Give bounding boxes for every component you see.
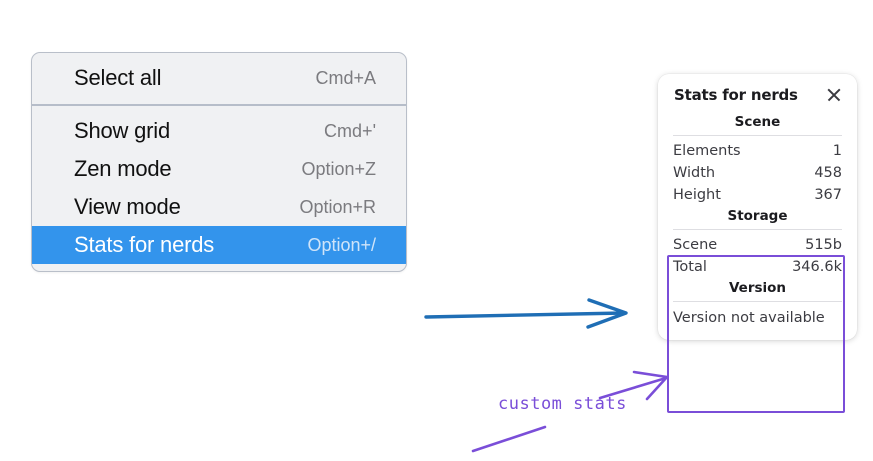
menu-item-label: Show grid (74, 118, 171, 143)
stats-section-scene: Scene Elements 1 Width 458 Height 367 (672, 112, 843, 206)
context-menu: Select all Cmd+A Show grid Cmd+' Zen mod… (31, 52, 407, 272)
stats-section-storage: Storage Scene 515b Total 346.6k (672, 206, 843, 278)
stats-panel-body: Scene Elements 1 Width 458 Height 367 St… (658, 112, 857, 328)
stats-section-version: Version Version not available (672, 278, 843, 328)
menu-item-label: View mode (74, 194, 181, 219)
stats-row-key: Total (673, 259, 707, 275)
blue-arrow-annotation (424, 298, 628, 329)
custom-stats-callout-label: custom stats (498, 394, 627, 414)
section-divider (673, 135, 842, 136)
stats-row-value: 458 (814, 165, 842, 181)
menu-item-shortcut: Option+R (299, 196, 376, 217)
stats-row-value: 346.6k (792, 259, 842, 275)
section-heading: Storage (727, 208, 788, 224)
stats-panel-header: Stats for nerds (658, 74, 857, 112)
version-note: Version not available (673, 310, 825, 326)
stats-row-key: Scene (673, 237, 718, 253)
stats-row-storage-total: Total 346.6k (672, 256, 843, 278)
menu-item-select-all[interactable]: Select all Cmd+A (32, 59, 406, 97)
stats-row-key: Width (673, 165, 716, 181)
menu-item-shortcut: Option+/ (307, 234, 376, 255)
purple-underline-annotation (471, 425, 547, 453)
stats-row-value: 515b (805, 237, 842, 253)
stats-row-height: Height 367 (672, 184, 843, 206)
stats-row-value: 367 (814, 187, 842, 203)
menu-group-1: Select all Cmd+A (32, 53, 406, 104)
menu-item-label: Zen mode (74, 156, 172, 181)
section-heading: Version (728, 280, 787, 296)
stats-row-storage-scene: Scene 515b (672, 234, 843, 256)
menu-item-shortcut: Cmd+' (324, 120, 376, 141)
stats-row-width: Width 458 (672, 162, 843, 184)
menu-item-zen-mode[interactable]: Zen mode Option+Z (32, 150, 406, 188)
stats-row-key: Height (673, 187, 721, 203)
section-divider (673, 301, 842, 302)
stats-panel-title: Stats for nerds (674, 86, 798, 104)
section-divider (673, 229, 842, 230)
close-icon[interactable] (825, 86, 843, 104)
stats-row-value: 1 (832, 143, 842, 159)
stats-row-elements: Elements 1 (672, 140, 843, 162)
menu-item-stats-for-nerds[interactable]: Stats for nerds Option+/ (32, 226, 406, 264)
menu-item-label: Stats for nerds (74, 232, 215, 257)
menu-item-shortcut: Cmd+A (315, 67, 376, 88)
menu-item-view-mode[interactable]: View mode Option+R (32, 188, 406, 226)
stats-row-key: Elements (673, 143, 741, 159)
menu-item-label: Select all (74, 65, 162, 90)
menu-item-show-grid[interactable]: Show grid Cmd+' (32, 112, 406, 150)
stats-for-nerds-panel: Stats for nerds Scene Elements 1 Width 4… (658, 74, 857, 340)
section-heading: Scene (734, 114, 781, 130)
menu-group-2: Show grid Cmd+' Zen mode Option+Z View m… (32, 104, 406, 271)
menu-item-shortcut: Option+Z (301, 158, 376, 179)
